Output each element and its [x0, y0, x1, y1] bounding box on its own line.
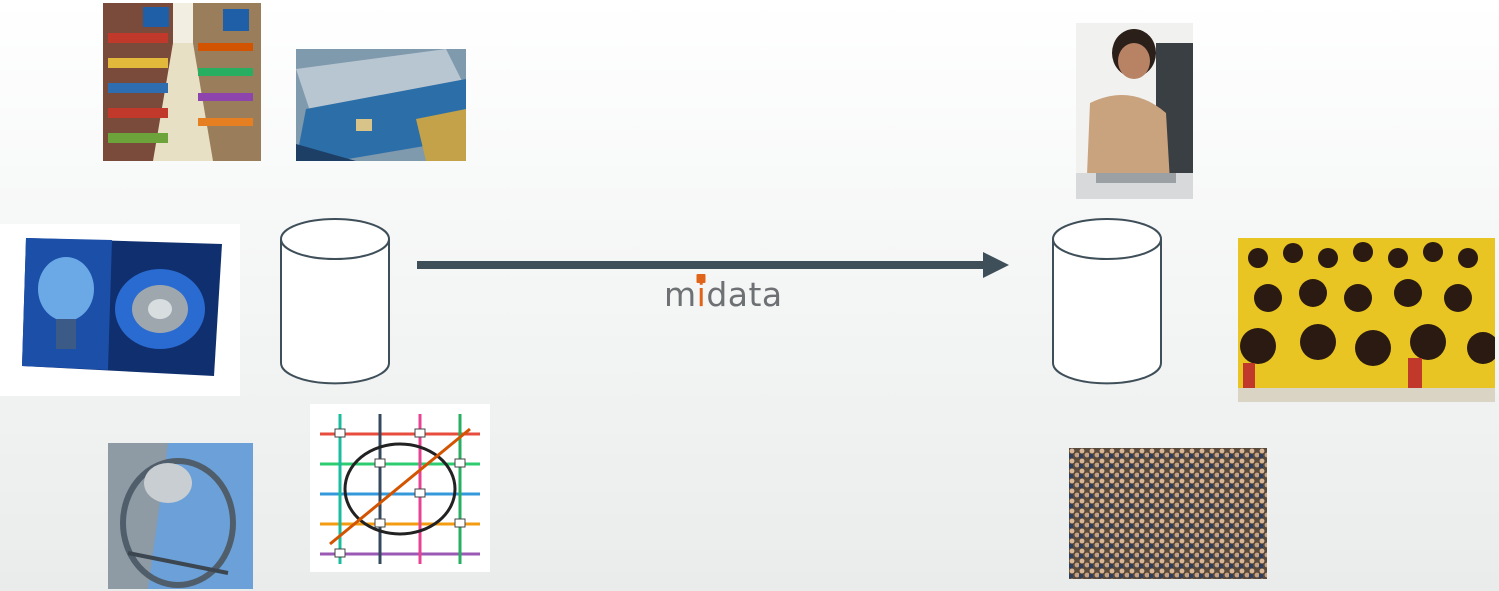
woman-at-computer-image — [1076, 23, 1193, 199]
football-fans-crowd-image — [1238, 238, 1495, 402]
satellite-dish-image — [108, 443, 253, 589]
light-bulb-and-gas-flame-image — [0, 224, 240, 396]
midata-label-suffix: data — [706, 275, 783, 314]
large-crowd-image — [1069, 448, 1267, 579]
midata-label: midata — [664, 273, 783, 317]
subway-map-image — [310, 404, 490, 572]
destination-database-icon — [1052, 218, 1162, 385]
transfer-arrow-icon — [417, 252, 1009, 278]
supermarket-aisle-image — [103, 3, 261, 161]
credit-cards-image — [296, 49, 466, 161]
source-database-icon — [280, 218, 390, 385]
midata-label-accent: i — [697, 273, 707, 317]
midata-label-prefix: m — [664, 275, 697, 314]
